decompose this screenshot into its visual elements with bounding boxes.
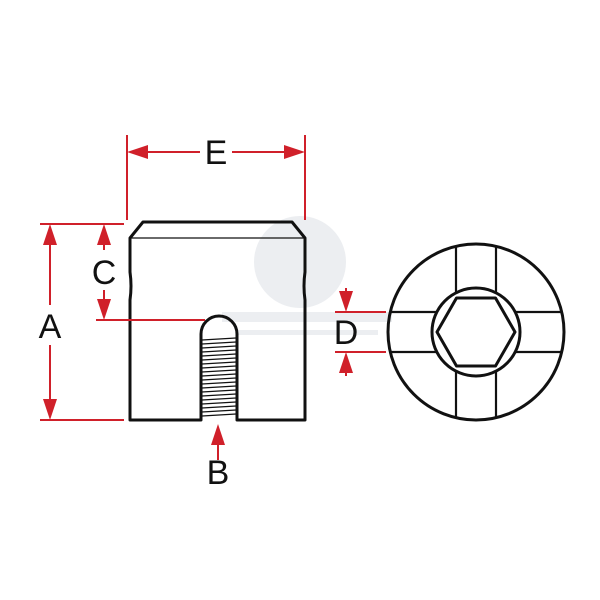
thread-line <box>201 341 237 345</box>
thread-line <box>201 381 237 385</box>
label-b: B <box>207 454 230 492</box>
dimension-d: D <box>334 288 386 376</box>
thread-line <box>201 389 237 393</box>
hex-socket <box>435 296 517 368</box>
cross-slots <box>389 246 563 418</box>
end-view <box>386 242 566 422</box>
side-view <box>128 220 307 422</box>
thread-line <box>201 385 237 389</box>
thread-line <box>201 349 237 353</box>
thread-line <box>201 353 237 357</box>
thread-line <box>201 405 237 409</box>
label-e: E <box>205 134 228 172</box>
label-c: C <box>92 254 117 292</box>
thread-line <box>201 369 237 373</box>
dimension-a: A <box>39 223 124 421</box>
thread-line <box>201 413 237 417</box>
side-view-body <box>128 220 307 422</box>
label-d: D <box>334 314 359 352</box>
thread-line <box>201 361 237 365</box>
inner-bore <box>430 286 522 378</box>
dimension-c: C <box>92 224 205 321</box>
label-a: A <box>39 308 62 346</box>
thread-line <box>201 365 237 369</box>
watermark <box>222 216 392 335</box>
slot-threads <box>201 337 237 417</box>
dimension-b: B <box>207 424 230 492</box>
end-view-outer-circle <box>386 242 566 422</box>
thread-line <box>201 337 237 341</box>
thread-line <box>201 397 237 401</box>
dimension-e: E <box>126 134 306 220</box>
thread-line <box>201 409 237 413</box>
thread-line <box>201 393 237 397</box>
thread-line <box>201 373 237 377</box>
thread-line <box>201 357 237 361</box>
thread-line <box>201 401 237 405</box>
thread-line <box>201 345 237 349</box>
thread-line <box>201 377 237 381</box>
